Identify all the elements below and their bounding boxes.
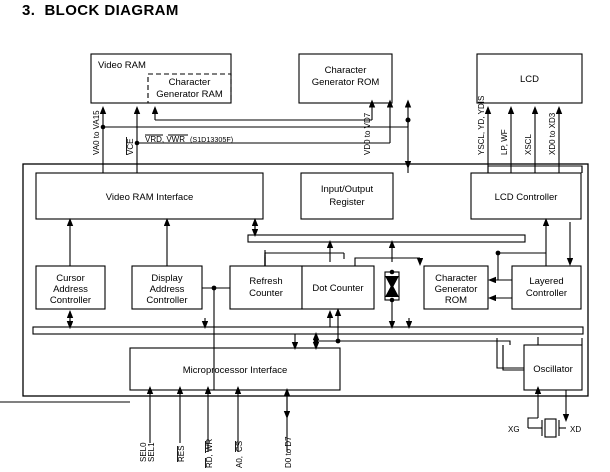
- wire-osc-to-bus: [496, 338, 524, 369]
- char-gen-ram-label-1: Character: [169, 77, 211, 88]
- mpu-signal-pins: [146, 386, 291, 452]
- char-gen-rom-label-3: ROM: [445, 295, 467, 306]
- crystal-symbol: [528, 418, 566, 438]
- wire-dot-counter-top: [354, 257, 420, 266]
- io-register-block: Input/Output Register: [300, 172, 394, 220]
- wire-xg-to-crystal: [527, 417, 538, 428]
- oscillator-block: Oscillator: [523, 344, 583, 391]
- signal-label-xscl: XSCL: [524, 134, 533, 155]
- chip-boundary: [22, 163, 589, 397]
- video-ram-interface-label: Video RAM Interface: [106, 192, 193, 203]
- dot-counter-block: Dot Counter: [301, 265, 375, 310]
- signal-label-sel1: SEL1: [147, 442, 156, 462]
- char-gen-ram-label-2: Generator RAM: [156, 89, 223, 100]
- io-register-label-1: Input/Output: [321, 184, 374, 195]
- signal-label-cs: CS: [235, 441, 244, 452]
- signal-label-vce: VCE: [126, 139, 135, 155]
- bidirectional-buffer-symbol: [384, 269, 400, 303]
- layered-controller-block: Layered Controller: [511, 265, 582, 310]
- lcd-label: LCD: [520, 74, 539, 85]
- layered-controller-label-2: Controller: [526, 288, 567, 299]
- cursor-address-controller-block: Cursor Address Controller: [35, 265, 106, 310]
- oscillator-label: Oscillator: [533, 364, 573, 375]
- signal-label-xd03: XD0 to XD3: [548, 112, 557, 155]
- lcd-controller-block: LCD Controller: [470, 172, 582, 220]
- char-gen-rom-label-1: Character: [435, 273, 477, 284]
- io-register-label-2: Register: [329, 197, 364, 208]
- signal-label-va: VA0 to VA15: [92, 110, 101, 155]
- cursor-address-label-1: Cursor: [56, 273, 85, 284]
- char-gen-rom-top-label-2: Generator ROM: [312, 77, 380, 88]
- refresh-counter-label-1: Refresh: [249, 276, 282, 287]
- signal-label-res-group: RES: [177, 446, 186, 462]
- video-ram-block: Video RAM Character Generator RAM: [90, 53, 232, 104]
- signal-label-yscl-yd-ydis: YSCL, YD, YDIS: [477, 96, 486, 155]
- vce-wire: [133, 106, 390, 165]
- signal-label-rd-wr-group: RD, WR: [205, 438, 214, 468]
- cursor-address-label-3: Controller: [50, 295, 91, 306]
- internal-bus-upper: [247, 234, 526, 243]
- signal-label-vrd-vwr-suffix: (S1D13305F): [190, 135, 233, 144]
- video-ram-interface-block: Video RAM Interface: [35, 172, 264, 220]
- wire-osc-side: [502, 345, 524, 371]
- va-bus-wire: [99, 106, 408, 165]
- char-gen-rom-top-label-1: Character: [325, 65, 367, 76]
- signal-label-vce-group: VCE: [126, 137, 135, 155]
- character-generator-rom-block: Character Generator ROM: [423, 265, 489, 310]
- signal-label-d0-d7: D0 to D7: [284, 436, 293, 468]
- video-ram-label: Video RAM: [98, 60, 146, 71]
- signal-label-vd: VD0 to VD7: [363, 112, 372, 155]
- wire-osc-left-feed: [316, 340, 511, 345]
- vd-bus-wire: [368, 99, 412, 169]
- display-address-controller-block: Display Address Controller: [131, 265, 203, 310]
- page-title: 3. BLOCK DIAGRAM: [22, 2, 179, 19]
- lcd-block: LCD: [476, 53, 583, 104]
- refresh-counter-block: Refresh Counter: [229, 265, 303, 310]
- signal-label-lp-wf: LP, WF: [500, 129, 509, 155]
- signal-label-vrd-vwr-group: VRD, VWR (S1D13305F): [145, 134, 233, 144]
- dot-counter-label: Dot Counter: [312, 283, 363, 294]
- signal-label-xd: XD: [570, 425, 581, 434]
- display-address-label-1: Display: [151, 273, 182, 284]
- signal-label-a0-cs-group: A0, CS: [235, 441, 244, 468]
- layered-controller-label-1: Layered: [529, 276, 563, 287]
- cursor-address-label-2: Address: [53, 284, 88, 295]
- signal-label-rd-wr: RD, WR: [205, 438, 214, 468]
- signal-label-vrd-vwr: VRD, VWR: [145, 135, 185, 144]
- character-generator-rom-top-block: Character Generator ROM: [298, 53, 393, 104]
- signal-label-sel0: SEL0: [139, 442, 148, 462]
- lcd-controller-label: LCD Controller: [495, 192, 558, 203]
- refresh-counter-label-2: Counter: [249, 288, 283, 299]
- display-address-label-3: Controller: [146, 295, 187, 306]
- vrd-vwr-wire: [151, 106, 372, 121]
- display-address-label-2: Address: [150, 284, 185, 295]
- signal-label-xg: XG: [508, 425, 520, 434]
- microprocessor-interface-block: Microprocessor Interface: [129, 347, 341, 391]
- char-gen-rom-label-2: Generator: [435, 284, 478, 295]
- internal-bus-lower: [32, 326, 584, 335]
- signal-label-res: RES: [177, 446, 186, 462]
- signal-label-a0: A0,: [235, 456, 244, 468]
- microprocessor-interface-label: Microprocessor Interface: [183, 365, 288, 376]
